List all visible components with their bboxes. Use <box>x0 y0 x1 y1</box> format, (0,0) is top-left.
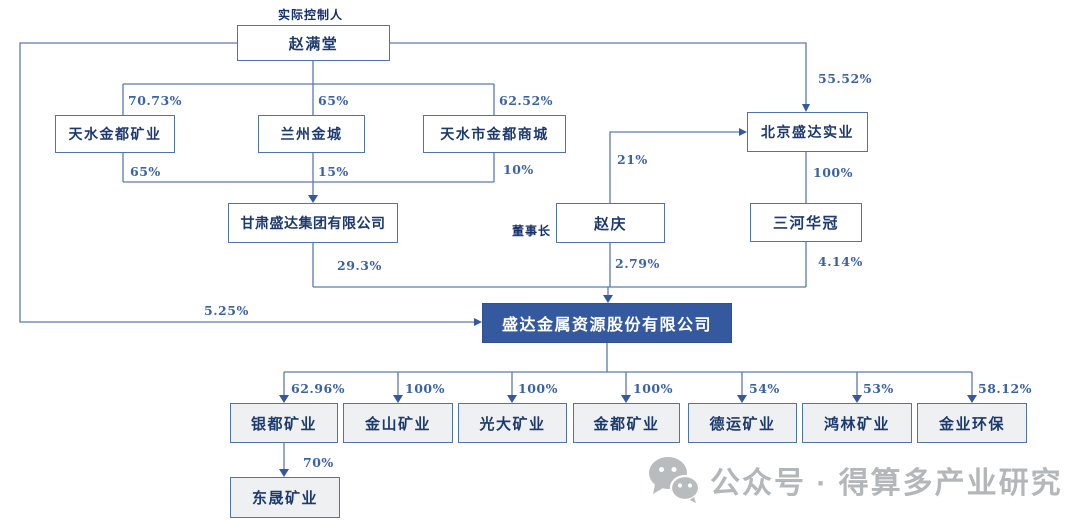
node-dongsheng-mining: 东晟矿业 <box>230 477 340 518</box>
pct-tianshui-mining-to-gansu: 65% <box>130 164 161 179</box>
node-zhao-qing: 赵庆 <box>556 203 665 243</box>
node-honglin-mining: 鸿林矿业 <box>802 403 912 443</box>
pct-zhaoqing-to-beijing: 21% <box>617 152 648 167</box>
node-deyun-mining: 德运矿业 <box>688 403 797 443</box>
node-yindu-mining: 银都矿业 <box>230 403 338 443</box>
node-sanhe-huaguan: 三河华冠 <box>750 203 862 242</box>
actual-controller-tag: 实际控制人 <box>278 8 344 22</box>
watermark-text: 公众号 · 得算多产业研究 <box>710 467 1063 500</box>
pct-yindu-to-dongsheng: 70% <box>303 455 334 470</box>
pct-main-to-yindu: 62.96% <box>291 381 346 396</box>
node-jinye-huanbao: 金业环保 <box>917 403 1027 443</box>
pct-zhaoqing-to-main: 2.79% <box>615 256 660 271</box>
pct-gansu-to-main: 29.3% <box>337 258 382 273</box>
pct-mall-to-gansu: 10% <box>503 162 534 177</box>
pct-beijing-to-sanhe: 100% <box>813 165 853 180</box>
pct-zm-to-main: 5.25% <box>204 303 249 318</box>
wechat-icon <box>649 457 700 503</box>
pct-main-to-deyun: 54% <box>749 381 780 396</box>
pct-main-to-honglin: 53% <box>863 381 894 396</box>
node-gansu-shengda: 甘肃盛达集团有限公司 <box>228 203 398 243</box>
pct-main-to-jinshan: 100% <box>405 381 445 396</box>
pct-zm-to-lanzhou: 65% <box>318 93 349 108</box>
node-tianshui-jindu-mining: 天水金都矿业 <box>55 115 175 153</box>
node-lanzhou-jincheng: 兰州金城 <box>258 115 365 153</box>
pct-main-to-guangda: 100% <box>518 381 558 396</box>
pct-zm-to-beijing: 55.52% <box>818 71 873 86</box>
node-tianshui-jindu-mall: 天水市金都商城 <box>423 115 566 153</box>
chairman-tag: 董事长 <box>512 224 552 238</box>
node-beijing-shengda: 北京盛达实业 <box>747 112 868 152</box>
node-guangda-mining: 光大矿业 <box>458 403 567 443</box>
pct-zm-to-mall: 62.52% <box>499 93 554 108</box>
pct-main-to-jindu: 100% <box>633 381 673 396</box>
node-main-company: 盛达金属资源股份有限公司 <box>482 303 732 343</box>
pct-zm-to-tianshui-mining: 70.73% <box>128 93 183 108</box>
node-zhao-mantang: 赵满堂 <box>237 25 390 61</box>
node-jinshan-mining: 金山矿业 <box>343 403 453 443</box>
pct-sanhe-to-main: 4.14% <box>818 254 863 269</box>
pct-lanzhou-to-gansu: 15% <box>318 164 349 179</box>
watermark: 公众号 · 得算多产业研究 <box>648 456 1063 504</box>
node-jindu-mining: 金都矿业 <box>573 403 680 443</box>
pct-main-to-jinye: 58.12% <box>978 381 1033 396</box>
